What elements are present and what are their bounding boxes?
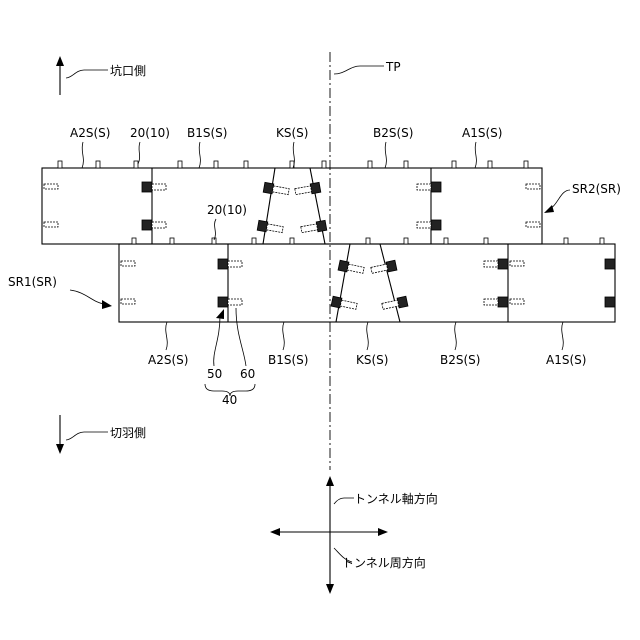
sr1-a1s-label: A1S(S) xyxy=(546,353,586,367)
sr1-a2s-label: A2S(S) xyxy=(148,353,188,367)
sr2-a1s-label: A1S(S) xyxy=(462,126,502,140)
face-side-arrow: 切羽側 xyxy=(56,415,146,454)
sr2-ring-label: SR2(SR) xyxy=(572,182,621,196)
sr2-ks-label: KS(S) xyxy=(276,126,308,140)
sr2-b1s-label: B1S(S) xyxy=(187,126,227,140)
sr2-a2s-label: A2S(S) xyxy=(70,126,110,140)
axial-direction-label: トンネル軸方向 xyxy=(354,491,438,506)
tp-label: TP xyxy=(385,60,401,74)
connector-labels: 50 60 40 xyxy=(205,308,255,407)
direction-cross: トンネル軸方向 トンネル周方向 xyxy=(270,476,438,594)
sr1-joint-label: 20(10) xyxy=(207,203,247,217)
sr1-ks-label: KS(S) xyxy=(356,353,388,367)
face-side-label: 切羽側 xyxy=(110,426,146,440)
sr1-labels: SR1(SR) 20(10) A2S(S) B1S(S) KS(S) B2S(S… xyxy=(8,203,586,367)
connector-part-b-label: 60 xyxy=(240,367,255,381)
portal-side-arrow: 坑口側 xyxy=(56,56,146,95)
sr1-b1s-label: B1S(S) xyxy=(268,353,308,367)
sr2-labels: A2S(S) 20(10) B1S(S) KS(S) B2S(S) A1S(S)… xyxy=(70,126,621,213)
sr1-b2s-label: B2S(S) xyxy=(440,353,480,367)
connector-assembly-label: 40 xyxy=(222,393,237,407)
portal-side-label: 坑口側 xyxy=(110,63,146,78)
ring-sr1 xyxy=(119,238,615,322)
sr2-b2s-label: B2S(S) xyxy=(373,126,413,140)
circumferential-direction-label: トンネル周方向 xyxy=(342,555,426,570)
ring-sr2 xyxy=(42,161,542,244)
connector-part-a-label: 50 xyxy=(207,367,222,381)
sr1-ring-label: SR1(SR) xyxy=(8,275,57,289)
sr2-joint-label: 20(10) xyxy=(130,126,170,140)
